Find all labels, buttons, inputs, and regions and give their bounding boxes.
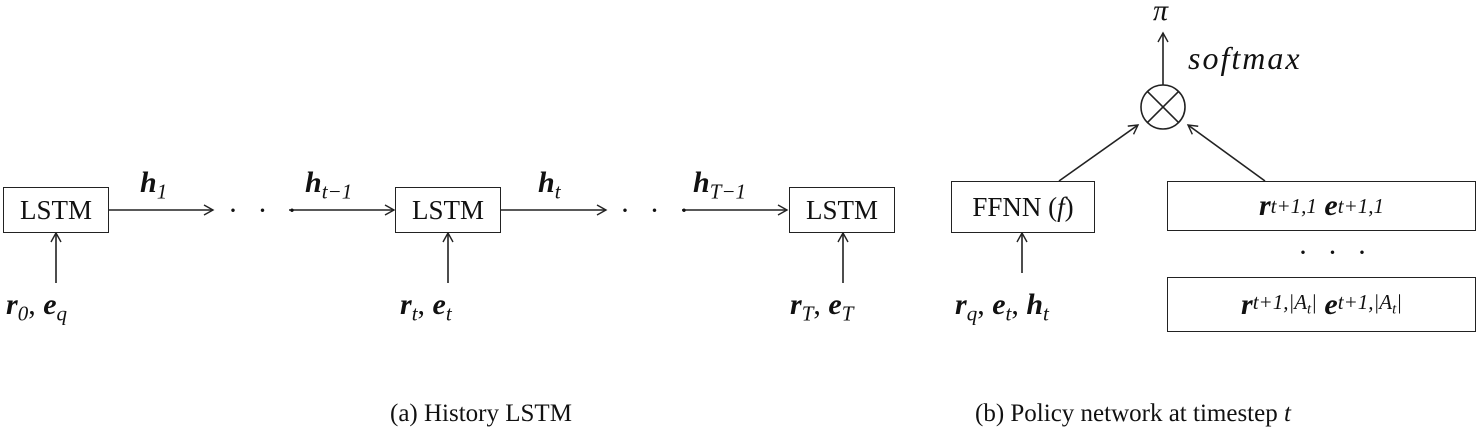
lstm-cell-first: LSTM	[3, 187, 109, 233]
actions-ellipsis: · · ·	[1298, 236, 1373, 269]
input-label-rt-et: rt, et	[400, 288, 452, 326]
ffnn-input-label: rq, et, ht	[955, 288, 1049, 326]
ellipsis-1: · · ·	[228, 194, 303, 227]
hidden-label-h1: h1	[140, 166, 168, 204]
input-label-r0-eq: r0, eq	[6, 288, 68, 326]
caption-b: (b) Policy network at timestep t	[975, 400, 1291, 427]
input-label-rT-eT: rT, eT	[790, 288, 854, 326]
hidden-label-hT-1: hT−1	[693, 166, 747, 204]
lstm-cell-last: LSTM	[789, 187, 895, 233]
lstm-cell-middle: LSTM	[395, 187, 501, 233]
hidden-label-ht-1: ht−1	[305, 166, 353, 204]
policy-output-pi: π	[1153, 0, 1169, 27]
ffnn-box: FFNN (f)	[951, 181, 1095, 233]
caption-a: (a) History LSTM	[390, 400, 572, 427]
hidden-label-ht: ht	[538, 166, 561, 204]
ellipsis-2: · · ·	[620, 194, 695, 227]
softmax-label: softmax	[1188, 40, 1302, 76]
